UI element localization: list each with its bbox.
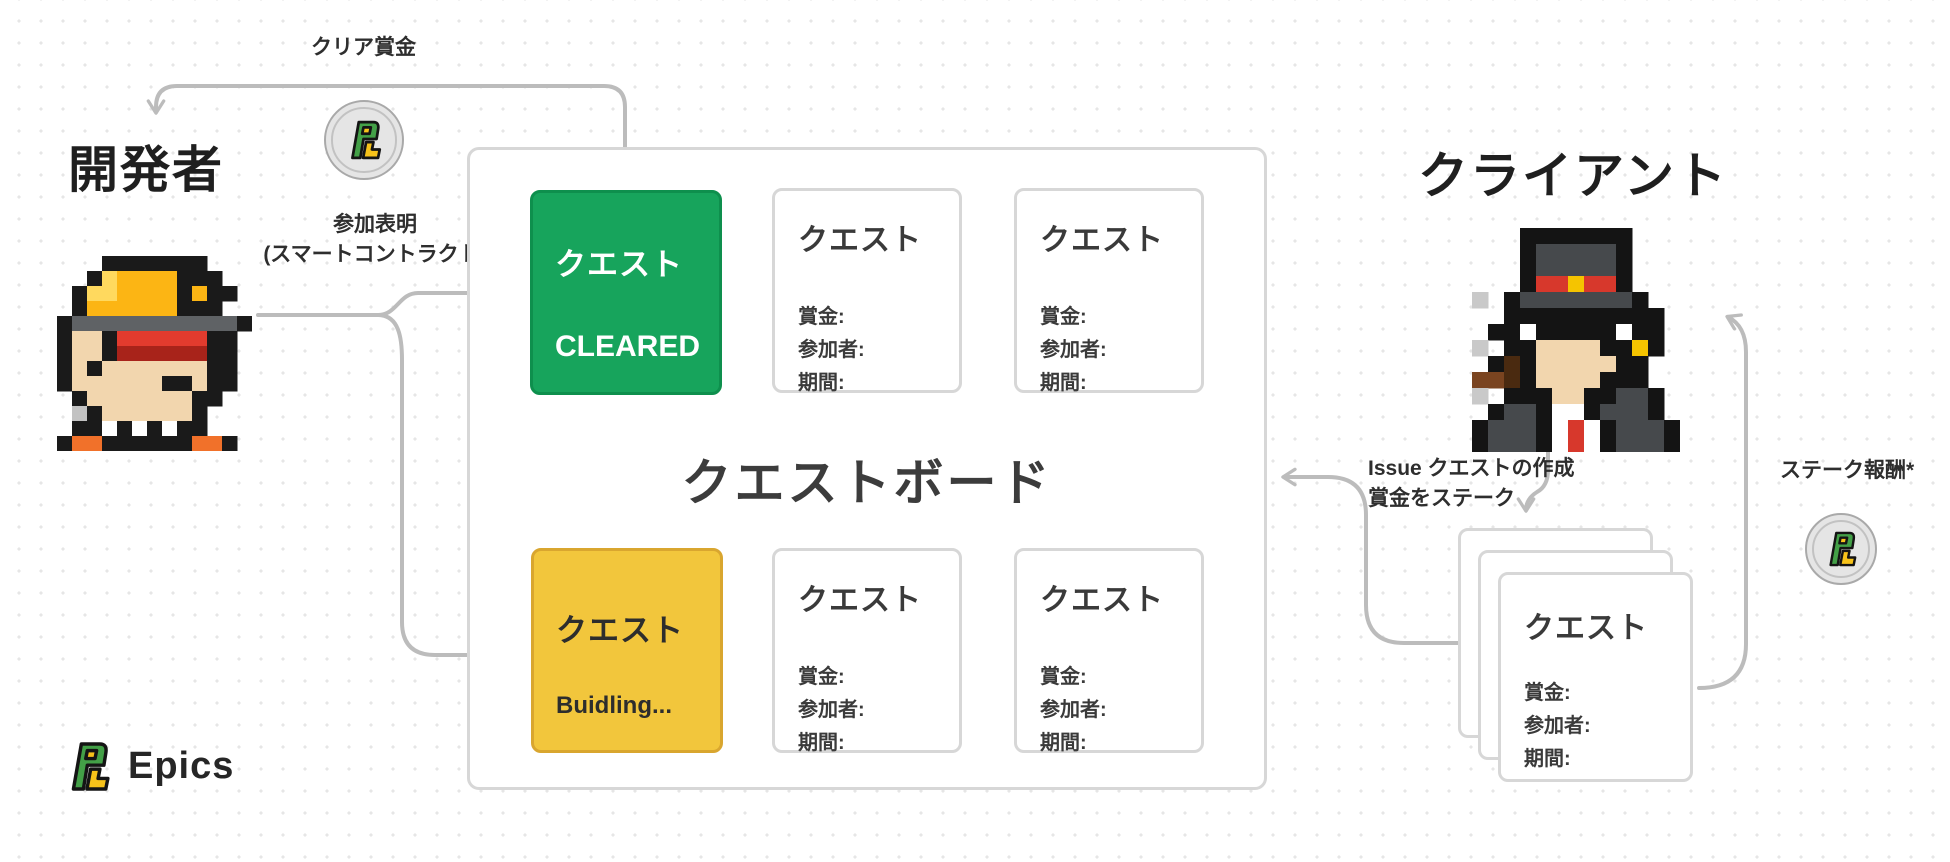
- participation-label: 参加表明 (スマートコントラクト): [255, 210, 495, 270]
- quest-card-empty: クエスト 賞金: 参加者: 期間:: [772, 188, 962, 394]
- developer-title: 開発者: [68, 142, 224, 198]
- quest-card-title: クエスト: [798, 584, 922, 617]
- quest-card-cleared: クエスト CLEARED: [530, 190, 722, 395]
- arrow-stack-to-board: [1281, 467, 1460, 645]
- quest-card-building: クエスト Buidling...: [531, 548, 723, 753]
- field-prize: 賞金:: [1524, 682, 1571, 704]
- issue-line2: 賞金をステーク: [1368, 487, 1515, 510]
- arrow-dev-to-building-quest: [376, 313, 513, 665]
- field-prize: 賞金:: [1040, 306, 1087, 328]
- quest-card-title: クエスト: [556, 613, 684, 648]
- field-participants: 参加者:: [798, 699, 865, 721]
- arrow-stack-to-client-stake: [1697, 313, 1748, 690]
- issued-quest-card-front: クエスト 賞金: 参加者: 期間:: [1498, 572, 1693, 782]
- quest-card-title: クエスト: [798, 224, 922, 257]
- quest-card-title: クエスト: [1040, 224, 1164, 257]
- field-prize: 賞金:: [798, 666, 845, 688]
- field-prize: 賞金:: [798, 306, 845, 328]
- field-period: 期間:: [1524, 748, 1571, 770]
- epics-coin-icon: [324, 100, 404, 180]
- issue-quest-label: Issue クエストの作成 賞金をステーク: [1368, 454, 1575, 514]
- participation-line2: (スマートコントラクト): [263, 243, 487, 266]
- field-period: 期間:: [798, 732, 845, 754]
- quest-card-status: CLEARED: [555, 330, 701, 363]
- arrow-clear-reward: [146, 84, 627, 188]
- field-participants: 参加者:: [1040, 339, 1107, 361]
- quest-card-empty: クエスト 賞金: 参加者: 期間:: [1014, 188, 1204, 394]
- quest-card-empty: クエスト 賞金: 参加者: 期間:: [1014, 548, 1204, 754]
- epics-logo-icon: [71, 742, 110, 791]
- quest-card-title: クエスト: [555, 247, 683, 282]
- brand-name: Epics: [128, 745, 235, 787]
- quest-card-status: Buidling...: [556, 692, 672, 719]
- stake-reward-label: ステーク報酬*: [1780, 459, 1915, 482]
- field-participants: 参加者:: [1040, 699, 1107, 721]
- arrow-client-to-stack: [1516, 450, 1550, 513]
- field-period: 期間:: [1040, 732, 1087, 754]
- developer-avatar: [57, 256, 252, 451]
- field-prize: 賞金:: [1040, 666, 1087, 688]
- field-participants: 参加者:: [1524, 715, 1591, 737]
- epics-coin-icon: [1805, 513, 1877, 585]
- quest-board-title: クエストボード: [681, 455, 1053, 511]
- field-participants: 参加者:: [798, 339, 865, 361]
- field-period: 期間:: [798, 372, 845, 394]
- quest-card-empty: クエスト 賞金: 参加者: 期間:: [772, 548, 962, 754]
- quest-card-title: クエスト: [1524, 612, 1648, 645]
- client-avatar: [1472, 228, 1680, 452]
- quest-card-title: クエスト: [1040, 584, 1164, 617]
- field-period: 期間:: [1040, 372, 1087, 394]
- participation-line1: 参加表明: [333, 213, 417, 236]
- client-title: クライアント: [1418, 148, 1728, 204]
- brand-footer: Epics: [64, 740, 234, 793]
- issue-line1: Issue クエストの作成: [1368, 457, 1575, 480]
- clear-reward-label: クリア賞金: [311, 36, 416, 59]
